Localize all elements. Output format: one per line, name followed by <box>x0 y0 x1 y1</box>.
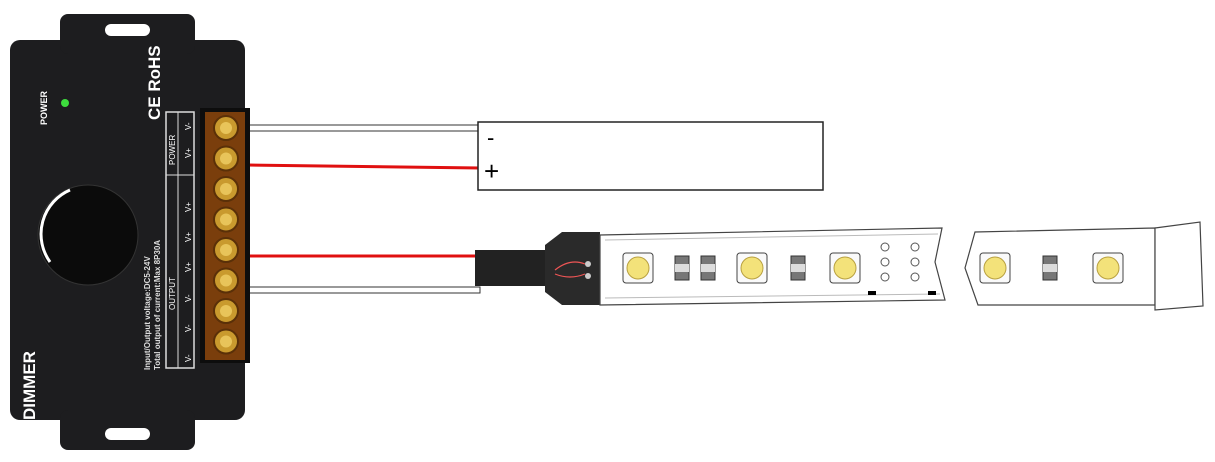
wires <box>247 124 481 294</box>
led-light <box>833 256 857 280</box>
output-terminal-label: V- <box>184 294 193 302</box>
resistor-band <box>791 264 805 272</box>
minus-mark <box>868 291 876 295</box>
strip-components <box>622 242 936 295</box>
led-strip-segment-1 <box>599 227 946 306</box>
solder-pad-icon <box>880 242 890 252</box>
power-minus-label: - <box>487 125 494 150</box>
terminal-label-table <box>165 111 195 369</box>
solder-pad-icon <box>910 272 920 282</box>
power-terminal-label: V- <box>184 122 193 130</box>
power-terminal-label: V+ <box>184 148 193 158</box>
connector-wires <box>554 261 586 278</box>
solder-pad <box>585 273 591 279</box>
output-group-label: OUTPUT <box>168 277 177 310</box>
strip-edge <box>604 233 939 241</box>
mount-hole-top <box>105 24 150 36</box>
wire-white-output <box>247 286 481 294</box>
strip-connector <box>475 232 600 305</box>
output-terminal-label: V- <box>184 324 193 332</box>
connector-housing <box>545 232 600 305</box>
screw-head <box>220 335 232 348</box>
led-strip-segment-2 <box>964 221 1204 311</box>
screw-head <box>220 274 232 287</box>
spec-voltage: Input/Output voltage:DC5-24V <box>143 256 152 370</box>
screw-head <box>220 122 232 134</box>
output-terminal-label: V+ <box>184 232 193 242</box>
led-light <box>983 256 1007 280</box>
strip-edge <box>604 293 941 299</box>
strip-body <box>599 227 946 306</box>
resistor-band <box>675 264 689 272</box>
terminal-screws <box>213 115 239 355</box>
solder-pad-icon <box>880 257 890 267</box>
strip-components <box>979 252 1124 284</box>
dimmer-label: DIMMER <box>20 351 39 420</box>
strip-end-cap <box>1154 221 1204 311</box>
resistor-band <box>1043 264 1057 272</box>
power-group-label: POWER <box>168 135 177 165</box>
screw-head <box>220 213 232 226</box>
wire-red-power-plus <box>247 163 481 170</box>
output-terminal-label: V- <box>184 354 193 362</box>
minus-mark <box>928 291 936 295</box>
dimmer-knob[interactable] <box>37 184 139 286</box>
mount-hole-bottom <box>105 428 150 440</box>
power-supply-box <box>477 121 824 191</box>
solder-pad-icon <box>910 242 920 252</box>
solder-pad <box>585 261 591 267</box>
power-label: POWER <box>39 90 49 125</box>
power-led-icon <box>61 99 69 107</box>
power-plus-label: + <box>484 156 499 186</box>
led-light <box>740 256 764 280</box>
led-light <box>1096 256 1120 280</box>
connector-plug <box>475 250 555 286</box>
solder-pad-icon <box>880 272 890 282</box>
output-terminal-label: V+ <box>184 202 193 212</box>
dimmer-unit: POWER DIMMER CE RoHS Input/Output voltag… <box>10 14 250 450</box>
led-light <box>626 256 650 280</box>
ce-rohs-label: CE RoHS <box>145 45 164 120</box>
screw-head <box>220 305 232 317</box>
wire-white-power-minus <box>247 124 481 132</box>
strip-body <box>964 227 1156 306</box>
knob-highlight <box>39 188 71 263</box>
screw-head <box>220 152 232 165</box>
resistor-band <box>701 264 715 272</box>
screw-head <box>220 244 232 256</box>
output-terminal-label: V+ <box>184 262 193 272</box>
spec-current: Total output of current:Max 8P30A <box>153 240 162 370</box>
power-supply: - + <box>477 121 824 191</box>
solder-pad-icon <box>910 257 920 267</box>
screw-head <box>220 183 232 195</box>
